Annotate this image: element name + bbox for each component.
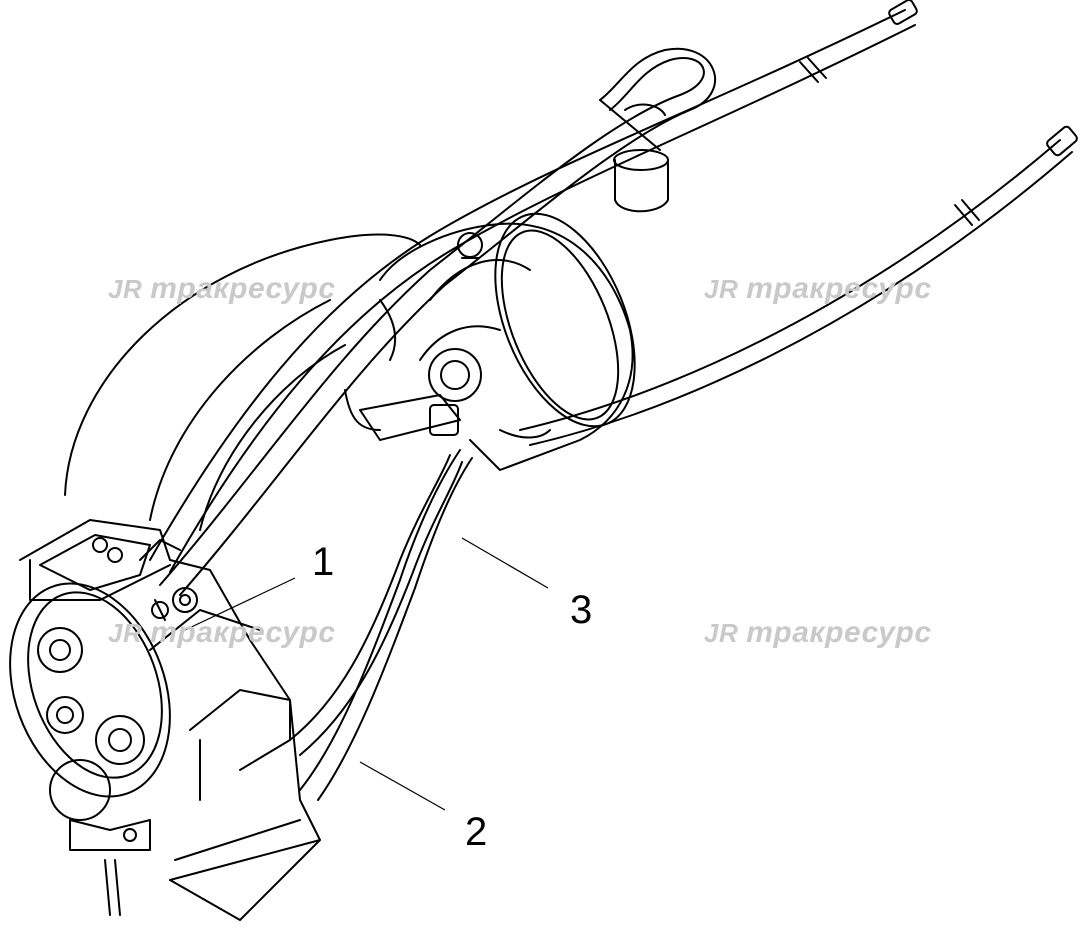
watermark-text: тракресурс <box>746 272 932 305</box>
watermark-logo: JR <box>704 274 739 304</box>
watermark-logo: JR <box>108 274 143 304</box>
watermark-logo: JR <box>108 618 143 648</box>
hose-upper-long <box>149 9 916 573</box>
watermark-text: тракресурс <box>150 616 336 649</box>
callout-label-3: 3 <box>570 588 593 632</box>
watermark-text: тракресурс <box>150 272 336 305</box>
hose-3 <box>289 454 463 756</box>
filter-canister <box>599 99 669 213</box>
gearbox-housing <box>9 519 321 921</box>
leader-line-2 <box>359 761 446 811</box>
watermark-logo: JR <box>704 618 739 648</box>
callout-label-2: 2 <box>465 810 488 854</box>
leader-line-3 <box>461 537 549 589</box>
hose-end-fitting-right <box>954 125 1078 226</box>
hose-end-fitting-top <box>799 0 918 83</box>
callout-label-1: 1 <box>312 540 335 584</box>
hose-2 <box>299 449 473 801</box>
valve-fittings <box>139 539 181 621</box>
hose-left-loop <box>64 233 421 531</box>
watermark-text: тракресурс <box>746 616 932 649</box>
hose-upper-loop <box>159 47 717 596</box>
leader-lines <box>184 537 549 811</box>
leader-line-1 <box>184 577 296 631</box>
converter-housing <box>344 212 636 471</box>
